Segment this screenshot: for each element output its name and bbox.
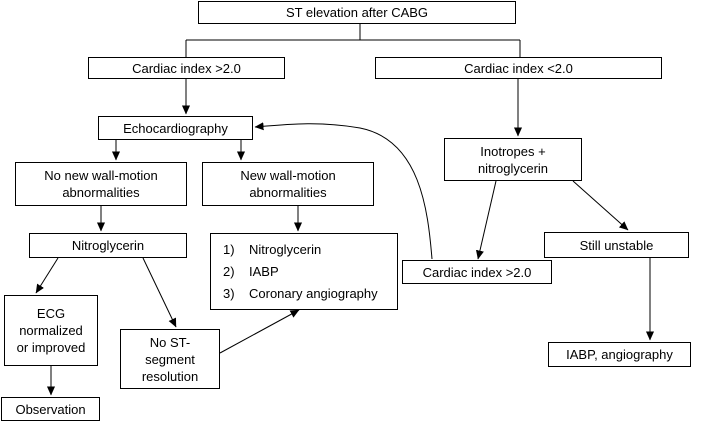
- node-text-line: normalized: [19, 323, 83, 338]
- edge-inotropes-to-still-unstable: [572, 180, 629, 231]
- node-text-line: No new wall-motion: [44, 168, 158, 183]
- node-text-line: New wall-motion: [240, 168, 336, 183]
- node-nitroglycerin: Nitroglycerin: [29, 233, 187, 258]
- node-text-line: Still unstable: [579, 237, 654, 253]
- node-text-line: 2) IABP: [223, 263, 279, 279]
- node-text-line: ECG: [36, 306, 66, 321]
- node-text-line: Echocardiography: [123, 120, 228, 136]
- node-text-line: or improved: [16, 340, 86, 355]
- node-iabp-angiography: IABP, angiography: [548, 342, 691, 367]
- node-inotropes-nitroglycerin: Inotropes +nitroglycerin: [444, 138, 582, 181]
- edge-st-to-ci: [185, 24, 521, 57]
- node-text-line: Cardiac index >2.0: [422, 264, 532, 280]
- node-text-line: nitroglycerin: [477, 160, 549, 176]
- node-ecg-normalized: ECG normalized or improved: [4, 295, 98, 366]
- node-st-elevation: ST elevation after CABG: [198, 1, 516, 24]
- node-text-line: Inotropes +: [480, 143, 546, 159]
- node-text-line: Cardiac index <2.0: [464, 60, 573, 76]
- node-text-line: segment: [145, 351, 195, 367]
- node-text-line: 3) Coronary angiography: [223, 285, 378, 301]
- node-treatment-list: 1) Nitroglycerin 2) IABP 3) Coronary angio…: [210, 233, 398, 310]
- node-cardiac-index-high-top: Cardiac index >2.0: [88, 57, 285, 79]
- node-text-line: No ST-: [149, 334, 191, 350]
- edge-nitro-to-ecg: [35, 257, 59, 294]
- node-no-new-wall-motion: No new wall-motion abnormalities: [15, 162, 187, 206]
- node-text-line: Nitroglycerin: [71, 238, 145, 253]
- node-still-unstable: Still unstable: [544, 232, 689, 258]
- node-text-line: Observation: [15, 401, 86, 417]
- edge-inotropes-to-ci-right: [475, 180, 497, 260]
- edge-ci-right-to-echo: [254, 122, 433, 260]
- node-new-wall-motion: New wall-motion abnormalities: [202, 162, 374, 206]
- node-text-line: IABP, angiography: [566, 347, 673, 362]
- node-observation: Observation: [1, 397, 100, 421]
- node-text-line: abnormalities: [249, 185, 327, 200]
- node-text-line: Cardiac index >2.0: [132, 60, 241, 76]
- node-cardiac-index-high-right: Cardiac index >2.0: [402, 260, 552, 284]
- node-echocardiography: Echocardiography: [98, 116, 253, 140]
- node-cardiac-index-low: Cardiac index <2.0: [375, 57, 662, 79]
- node-text-line: 1) Nitroglycerin: [223, 241, 322, 257]
- edge-no-st-to-treatment: [219, 309, 300, 354]
- edge-nitro-to-no-st: [142, 257, 177, 328]
- node-text-line: resolution: [141, 368, 199, 384]
- node-text-line: ST elevation after CABG: [285, 5, 429, 20]
- node-text-line: abnormalities: [62, 185, 140, 200]
